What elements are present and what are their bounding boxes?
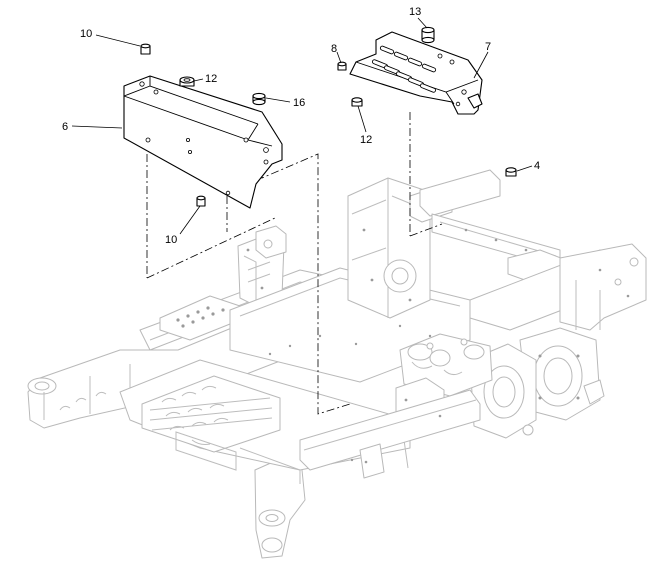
callout-13: 13 [409, 6, 421, 18]
callout-7: 7 [485, 41, 491, 53]
bolt-10-top [140, 43, 151, 55]
ghost-front-caster [254, 449, 306, 559]
bolt-8 [337, 61, 347, 71]
callout-6: 6 [62, 121, 68, 133]
callout-10-bottom: 10 [165, 234, 177, 246]
callout-16: 16 [293, 97, 305, 109]
callout-4: 4 [534, 160, 540, 172]
nut-12-top [179, 76, 195, 87]
bolt-10-bottom [196, 195, 206, 207]
cover-shield-part-6 [123, 75, 283, 209]
ghost-wheel-motor-right [519, 327, 605, 421]
bolt-4 [505, 167, 517, 177]
callout-leaders [71, 17, 533, 235]
ghost-right-front-rail [299, 389, 481, 479]
ghost-right-rail [469, 243, 647, 331]
callout-12-right: 12 [360, 134, 372, 146]
cap-13 [421, 26, 435, 44]
ghost-rear-cross-tube [419, 169, 567, 285]
callout-8: 8 [331, 43, 337, 55]
ghost-left-upright-bracket [237, 225, 287, 307]
callout-labels: 10 12 16 6 10 8 13 7 12 4 [62, 6, 540, 246]
plug-16 [252, 92, 266, 106]
nut-12-right [351, 97, 363, 107]
mounting-plate-part-7 [349, 31, 483, 115]
ghost-frame-assembly [27, 169, 647, 559]
callout-12-top: 12 [205, 73, 217, 85]
assembly-centerlines [146, 112, 443, 415]
callout-10-top: 10 [80, 28, 92, 40]
